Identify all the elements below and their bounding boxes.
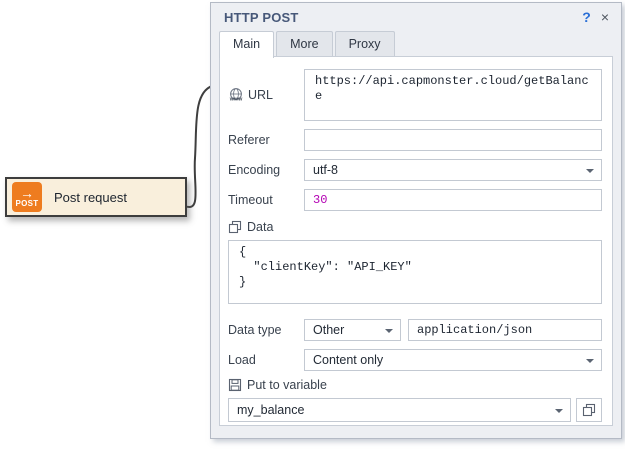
timeout-row: Timeout bbox=[228, 189, 602, 211]
chevron-down-icon bbox=[555, 409, 563, 413]
floppy-disk-icon bbox=[228, 378, 242, 392]
chevron-down-icon bbox=[385, 329, 393, 333]
load-row: Load Content only bbox=[228, 349, 602, 371]
main-tab-panel: www URL https://api.capmonster.cloud/get… bbox=[219, 56, 613, 426]
encoding-row: Encoding utf-8 bbox=[228, 159, 602, 181]
load-select-value: Content only bbox=[313, 353, 384, 367]
post-request-node[interactable]: → POST Post request bbox=[5, 177, 187, 217]
dialog-title: HTTP POST bbox=[224, 9, 299, 25]
help-icon[interactable]: ? bbox=[582, 9, 591, 25]
data-type-select[interactable]: Other bbox=[304, 319, 401, 341]
close-icon[interactable]: × bbox=[600, 9, 609, 25]
referer-row: Referer bbox=[228, 129, 602, 151]
data-type-value-input[interactable] bbox=[408, 319, 602, 341]
put-to-variable-label: Put to variable bbox=[247, 378, 327, 392]
load-select[interactable]: Content only bbox=[304, 349, 602, 371]
data-label-group: Data bbox=[228, 219, 602, 235]
svg-text:www: www bbox=[229, 97, 243, 103]
data-label: Data bbox=[247, 220, 274, 234]
url-input[interactable]: https://api.capmonster.cloud/getBalance bbox=[304, 69, 602, 121]
chevron-down-icon bbox=[586, 359, 594, 363]
post-icon: → POST bbox=[12, 182, 42, 212]
data-input[interactable]: { "clientKey": "API_KEY" } bbox=[228, 240, 602, 304]
tab-strip: Main More Proxy bbox=[211, 31, 621, 58]
timeout-label: Timeout bbox=[228, 193, 273, 207]
node-label: Post request bbox=[54, 189, 127, 205]
data-type-label: Data type bbox=[228, 323, 282, 337]
globe-www-icon: www bbox=[229, 88, 243, 103]
chevron-down-icon bbox=[586, 169, 594, 173]
variable-select[interactable]: my_balance bbox=[228, 398, 571, 422]
encoding-label: Encoding bbox=[228, 163, 281, 177]
copy-pages-icon bbox=[582, 403, 596, 417]
referer-label: Referer bbox=[228, 133, 270, 147]
put-to-variable-label-group: Put to variable bbox=[228, 377, 602, 393]
copy-pages-icon bbox=[228, 220, 242, 234]
timeout-input[interactable] bbox=[304, 189, 602, 211]
tab-proxy[interactable]: Proxy bbox=[334, 31, 395, 56]
load-label: Load bbox=[228, 353, 256, 367]
http-post-dialog: HTTP POST ? × Main More Proxy www URL ht… bbox=[210, 2, 622, 439]
post-icon-caption: POST bbox=[15, 198, 39, 208]
data-block: Data { "clientKey": "API_KEY" } bbox=[228, 219, 602, 309]
tab-main[interactable]: Main bbox=[219, 31, 275, 58]
encoding-select-value: utf-8 bbox=[313, 163, 339, 177]
url-label: URL bbox=[248, 88, 274, 102]
dialog-titlebar[interactable]: HTTP POST ? × bbox=[211, 3, 621, 31]
url-label-group: www URL bbox=[228, 87, 304, 103]
post-icon-arrow: → bbox=[20, 184, 34, 201]
data-type-select-value: Other bbox=[313, 323, 345, 337]
variable-row: my_balance bbox=[228, 398, 602, 422]
copy-variable-button[interactable] bbox=[576, 398, 602, 422]
variable-select-value: my_balance bbox=[237, 403, 305, 417]
tab-more[interactable]: More bbox=[276, 31, 333, 56]
encoding-select[interactable]: utf-8 bbox=[304, 159, 602, 181]
data-type-row: Data type Other bbox=[228, 319, 602, 341]
referer-input[interactable] bbox=[304, 129, 602, 151]
url-row: www URL https://api.capmonster.cloud/get… bbox=[228, 69, 602, 121]
